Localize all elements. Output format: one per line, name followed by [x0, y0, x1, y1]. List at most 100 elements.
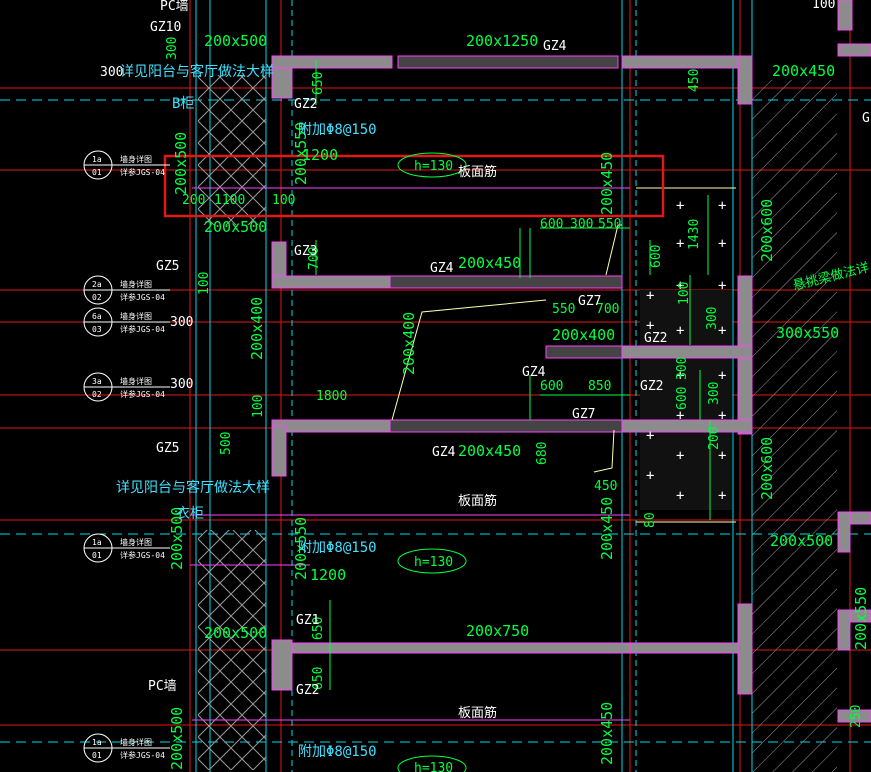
- svg-text:+: +: [646, 318, 654, 334]
- labels-green-vertical: 650 450 200x550 200x500 200x450 1430 200…: [165, 37, 870, 770]
- svg-text:+: +: [646, 428, 654, 444]
- svg-text:+: +: [676, 198, 684, 214]
- beam-label: 200x550: [292, 517, 310, 580]
- callout-group: 1a01墙身详图详参JGS-042a02墙身详图详参JGS-046a03墙身详图…: [83, 150, 170, 763]
- beam-label: 200x400: [400, 312, 418, 375]
- dim-label: 700: [307, 247, 322, 270]
- plus-markers: ++ ++ ++ ++ ++ ++ ++ ++ ++ ++: [646, 198, 726, 504]
- callout-number: 3a: [92, 377, 102, 386]
- beam-label: 200x450: [598, 152, 616, 215]
- svg-text:+: +: [718, 408, 726, 424]
- labels-green: 200x500 200x1250 200x450 1200 h=130 200 …: [182, 32, 839, 772]
- labels-cyan: 详见阳台与客厅做法大样 详见阳台与客厅做法大样 B柜 衣柜 附加Φ8@150 附…: [116, 63, 377, 760]
- column-label: GZ7: [578, 294, 601, 309]
- column-label: GZ4: [543, 39, 567, 54]
- callout-title: 墙身详图: [120, 279, 152, 289]
- beam-label: 200x600: [758, 199, 776, 262]
- callout-sheet: 01: [92, 751, 102, 760]
- dim-label: 650: [311, 617, 326, 640]
- svg-text:+: +: [718, 236, 726, 252]
- svg-text:+: +: [676, 236, 684, 252]
- h130-ellipse-c: [397, 755, 467, 772]
- beam-label: 200x600: [758, 437, 776, 500]
- callout-ref: 详参JGS-04: [120, 750, 165, 760]
- column-label: GZ2: [644, 331, 667, 346]
- callout-ref: 详参JGS-04: [120, 167, 165, 177]
- dim-label: 450: [687, 69, 702, 92]
- dim-label: 300: [570, 217, 593, 232]
- labels-white: PC墙 GZ10 GZ4 100 300 GZ2 GZ3 GZ4 GZ5 300…: [100, 0, 870, 721]
- rebar-label: 附加Φ8@150: [298, 122, 377, 138]
- wall-label: PC墙: [148, 679, 177, 694]
- detail-lines: [315, 60, 711, 690]
- svg-text:+: +: [718, 448, 726, 464]
- slab-thickness: h=130: [414, 761, 453, 772]
- callout-number: 1a: [92, 538, 102, 547]
- callout-title: 墙身详图: [120, 376, 152, 386]
- beam-label: 200x750: [466, 622, 529, 640]
- dim-label: 450: [594, 479, 617, 494]
- dim-label: 250: [849, 705, 864, 728]
- stair-lines: [391, 187, 736, 523]
- dim-label: 200: [707, 427, 722, 450]
- beam-label: 200x500: [168, 507, 186, 570]
- svg-text:+: +: [718, 323, 726, 339]
- dim-label: 100: [677, 282, 692, 305]
- beam-label: 200x500: [168, 707, 186, 770]
- dim-label: 300: [705, 307, 720, 330]
- column-label: GZ5: [156, 441, 179, 456]
- note-label: B柜: [172, 96, 194, 112]
- dim-label: 850: [588, 379, 611, 394]
- callout-title: 墙身详图: [120, 537, 152, 547]
- dim-label: 300: [170, 315, 193, 330]
- dim-label: 300: [675, 357, 690, 380]
- beam-label: 200x500: [770, 532, 833, 550]
- dim-label: 300: [100, 65, 123, 80]
- beam-label: 200x550: [292, 122, 310, 185]
- beam-label: 200x500: [204, 218, 267, 236]
- dim-label: 550: [598, 217, 621, 232]
- rebar-label: 附加Φ8@150: [298, 744, 377, 760]
- svg-text:+: +: [676, 408, 684, 424]
- callout-ref: 详参JGS-04: [120, 324, 165, 334]
- dim-label: 1800: [316, 389, 347, 404]
- highlight-frame: [163, 154, 665, 218]
- column-label: GZ4: [432, 445, 456, 460]
- wall-label: PC墙: [160, 0, 189, 14]
- beam-label: 200x450: [598, 497, 616, 560]
- callout-sheet: 03: [92, 325, 102, 334]
- svg-text:+: +: [718, 278, 726, 294]
- precast-walls: [198, 75, 837, 772]
- callout-number: 2a: [92, 280, 102, 289]
- beam-label: 200x400: [552, 326, 615, 344]
- dim-label: 600: [675, 387, 690, 410]
- callout-sheet: 02: [92, 293, 102, 302]
- dim-label: 300: [170, 377, 193, 392]
- beam-label: 200x400: [248, 297, 266, 360]
- dim-label: 550: [552, 302, 575, 317]
- note-label: 详见阳台与客厅做法大样: [120, 63, 274, 80]
- dim-label: 200: [182, 193, 205, 208]
- callout-ref: 详参JGS-04: [120, 389, 165, 399]
- callout-sheet: 01: [92, 168, 102, 177]
- column-label: GZ2: [296, 683, 319, 698]
- callout-number: 1a: [92, 738, 102, 747]
- dim-label: 1200: [310, 566, 346, 584]
- svg-text:+: +: [676, 278, 684, 294]
- grid-label: G: [862, 111, 870, 126]
- callout-number: 1a: [92, 155, 102, 164]
- note-label: 衣柜: [176, 506, 204, 522]
- slab-label: 板面筋: [458, 164, 497, 180]
- beam-label: 300x550: [776, 324, 839, 342]
- callout-title: 墙身详图: [120, 154, 152, 164]
- dim-label: 680: [535, 442, 550, 465]
- dim-label: 1200: [302, 146, 338, 164]
- beam-label: 200x450: [598, 702, 616, 765]
